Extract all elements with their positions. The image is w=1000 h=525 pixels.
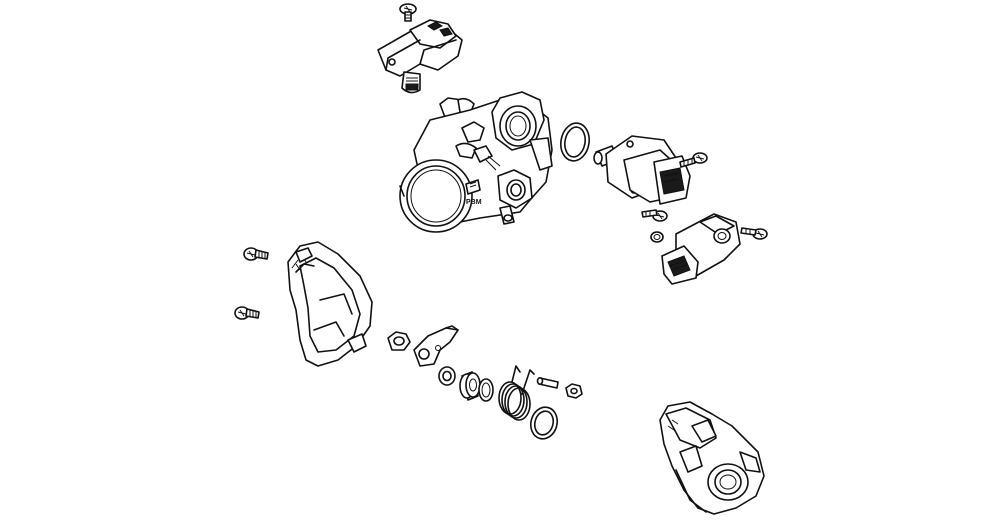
cover-bracket — [287, 241, 373, 367]
tps-screw — [740, 227, 768, 240]
return-spring — [498, 365, 535, 421]
small-nut — [565, 383, 583, 399]
cover-screw-upper — [243, 247, 269, 261]
spring-seat-ring — [478, 378, 494, 402]
o-ring-upper — [560, 122, 590, 162]
map-sensor — [377, 19, 463, 94]
lower-housing-cover — [659, 401, 765, 515]
throttle-body: PBM — [399, 91, 553, 233]
cover-screw-lower — [234, 306, 260, 320]
throttle-position-sensor — [661, 213, 741, 285]
bushing — [459, 371, 481, 401]
pin — [536, 376, 559, 389]
o-ring-lower — [529, 406, 559, 440]
body-marking-label: PBM — [466, 199, 482, 206]
map-sensor-screw — [399, 3, 417, 22]
washer — [438, 366, 456, 386]
small-o-ring — [650, 231, 664, 243]
throttle-lever — [413, 325, 459, 367]
idle-air-control-valve — [593, 135, 691, 205]
nut — [387, 331, 411, 351]
iac-screw-upper — [679, 152, 708, 168]
iac-screw-lower — [641, 209, 668, 222]
